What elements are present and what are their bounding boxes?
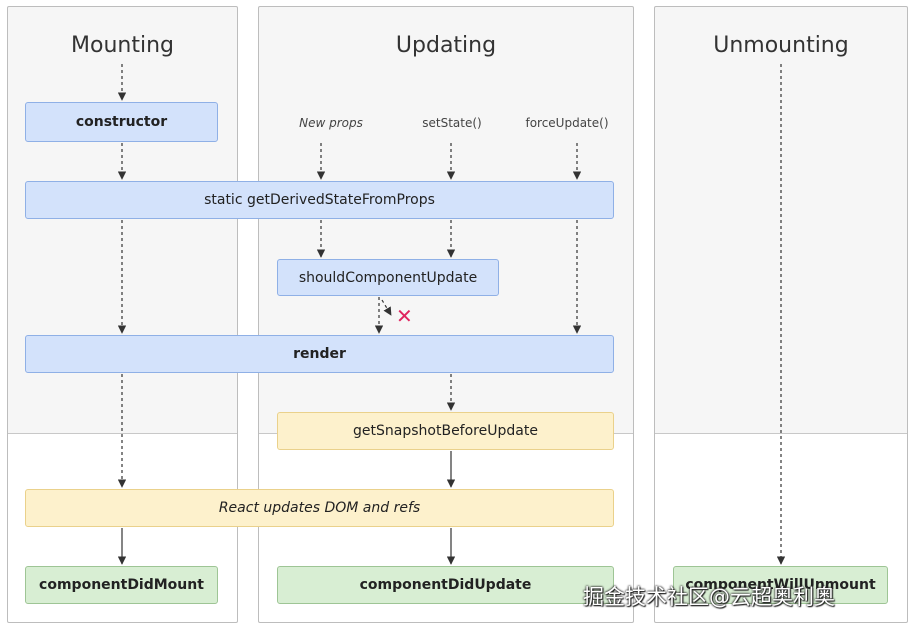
unmounting-column: Unmounting xyxy=(654,6,908,623)
watermark-text: 掘金技术社区@云超奥利奥 xyxy=(583,585,835,609)
component-did-update-box: componentDidUpdate xyxy=(277,566,614,604)
updating-title: Updating xyxy=(395,33,497,58)
component-will-unmount-box: componentWillUnmount xyxy=(673,566,888,604)
component-did-mount-box: componentDidMount xyxy=(25,566,218,604)
mounting-title: Mounting xyxy=(71,33,174,58)
force-update-label: forceUpdate() xyxy=(525,116,609,130)
get-snapshot-box: getSnapshotBeforeUpdate xyxy=(277,412,614,450)
unmounting-title: Unmounting xyxy=(713,33,849,58)
should-component-update-box: shouldComponentUpdate xyxy=(277,259,499,296)
new-props-label: New props xyxy=(299,116,363,130)
constructor-box: constructor xyxy=(25,102,218,142)
get-derived-state-box: static getDerivedStateFromProps xyxy=(25,181,614,219)
render-box: render xyxy=(25,335,614,373)
mounting-column: Mounting xyxy=(7,6,238,623)
skip-x-icon: ✕ xyxy=(396,304,413,328)
react-updates-dom-box: React updates DOM and refs xyxy=(25,489,614,527)
updating-column: Updating xyxy=(258,6,634,623)
set-state-label: setState() xyxy=(422,116,482,130)
